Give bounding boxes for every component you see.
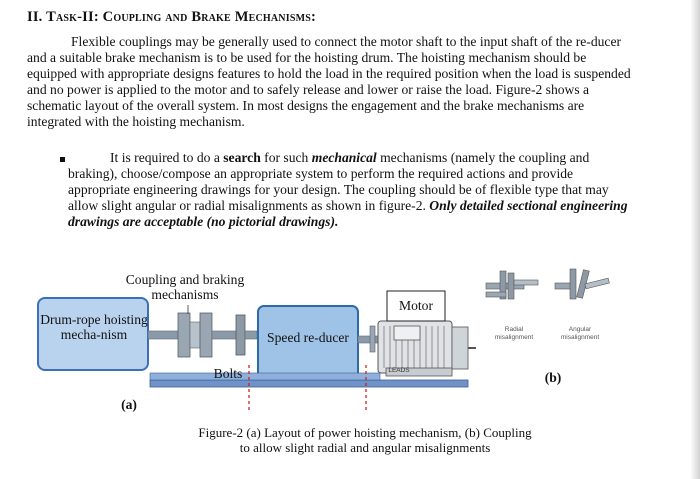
angular-misalignment-icon [554, 268, 610, 300]
coupling-braking-label: Coupling and braking mechanisms [125, 272, 245, 302]
motor-label-box [386, 290, 446, 322]
motor-label: Motor [399, 298, 433, 313]
section-heading: II. Task-II: Coupling and Brake Mechanis… [27, 9, 316, 26]
drum-shaft [147, 330, 179, 340]
coupling-hub [189, 321, 201, 349]
bullet-bolditalic-mechanical: mechanical [311, 150, 377, 165]
figure-caption: Figure-2 (a) Layout of power hoisting me… [150, 425, 580, 455]
bullet-bolditalic-drawings: Only detailed sectional engineering draw… [68, 198, 628, 229]
requirement-bullet: It is required to do a search for such m… [68, 150, 630, 230]
heading-smallcaps: ask-II: Coupling and Brake Mechanisms: [55, 9, 317, 25]
coupling-flange-left [177, 312, 191, 358]
coupling-flange-right [199, 312, 213, 358]
base-plate [149, 379, 469, 388]
brake-disk [235, 314, 246, 356]
caption-line-2: to allow slight radial and angular misal… [239, 440, 491, 455]
bullet-marker [60, 157, 65, 162]
radial-misalignment-icon [485, 270, 539, 300]
radial-misalignment-label: Radial misalignment [494, 326, 534, 341]
bullet-bold-search: search [223, 150, 261, 165]
motor-plate-text: LEADS [388, 367, 410, 374]
bolts-label: Bolts [213, 366, 243, 381]
figure-a-label: (a) [121, 397, 137, 412]
reducer-label: Speed re-ducer [267, 330, 349, 345]
caption-line-1: Figure-2 (a) Layout of power hoisting me… [198, 425, 532, 440]
bullet-text-2: for such [260, 150, 312, 165]
motor-drawing [377, 320, 476, 377]
reducer-box [257, 305, 359, 385]
intro-paragraph: Flexible couplings may be generally used… [27, 34, 637, 130]
heading-prefix: II. T [27, 9, 56, 25]
drum-label: Drum-rope hoisting mecha-nism [40, 312, 148, 342]
bullet-text-3: mechanisms (namely the coupling and brak… [68, 150, 609, 213]
page-edge-shadow [690, 0, 700, 479]
motor-coupling-flange [369, 325, 376, 353]
brake-shaft [244, 330, 258, 340]
intro-paragraph-text: Flexible couplings may be generally used… [27, 34, 631, 129]
bullet-text-1: It is required to do a [110, 150, 224, 165]
angular-misalignment-label: Angular misalignment [560, 326, 600, 341]
figure-b-label: (b) [544, 370, 562, 385]
base-upper [149, 372, 381, 381]
reducer-shaft [211, 330, 239, 340]
